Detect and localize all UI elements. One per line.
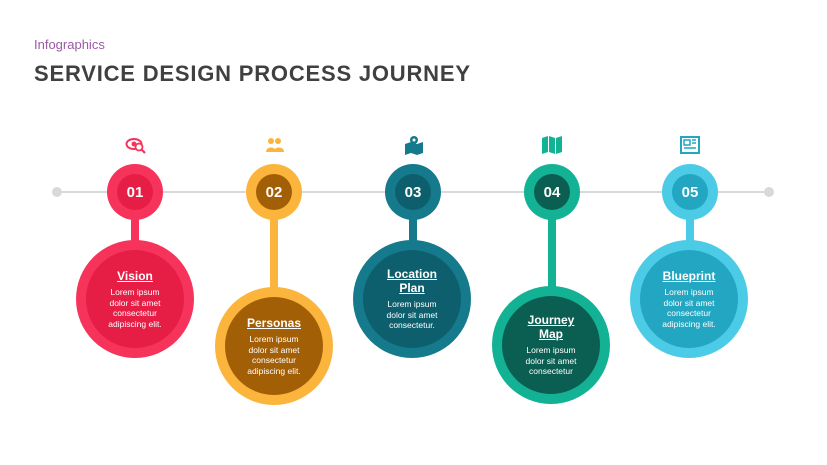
step-2-inner-circle: Personas Lorem ipsum dolor sit amet cons… <box>225 297 323 395</box>
users-icon <box>264 135 286 155</box>
step-4-connector <box>548 218 556 290</box>
map-icon <box>541 135 563 155</box>
step-4-inner-circle: Journey Map Lorem ipsum dolor sit amet c… <box>502 296 600 394</box>
step-5-number: 05 <box>672 174 708 210</box>
eye-search-icon <box>125 135 147 155</box>
step-1-number: 01 <box>117 174 153 210</box>
map-pin-icon <box>403 135 425 155</box>
step-3-number: 03 <box>395 174 431 210</box>
step-2-title: Personas <box>246 316 302 330</box>
step-2-number: 02 <box>256 174 292 210</box>
step-1-number-badge: 01 <box>107 164 163 220</box>
step-4-number: 04 <box>534 174 570 210</box>
step-5-circle: Blueprint Lorem ipsum dolor sit amet con… <box>630 240 748 358</box>
step-3-number-badge: 03 <box>385 164 441 220</box>
step-5-title: Blueprint <box>662 269 716 283</box>
step-4-number-badge: 04 <box>524 164 580 220</box>
subtitle: Infographics <box>34 37 105 52</box>
step-4-title: Journey Map <box>527 313 575 342</box>
step-1-connector <box>131 218 139 244</box>
step-3-circle: Location Plan Lorem ipsum dolor sit amet… <box>353 240 471 358</box>
step-1-circle: Vision Lorem ipsum dolor sit amet consec… <box>76 240 194 358</box>
step-2-circle: Personas Lorem ipsum dolor sit amet cons… <box>215 287 333 405</box>
step-5-number-badge: 05 <box>662 164 718 220</box>
step-1-inner-circle: Vision Lorem ipsum dolor sit amet consec… <box>86 250 184 348</box>
page-title: SERVICE DESIGN PROCESS JOURNEY <box>34 61 471 86</box>
step-3-inner-circle: Location Plan Lorem ipsum dolor sit amet… <box>363 250 461 348</box>
step-3-connector <box>409 218 417 244</box>
step-1-description: Lorem ipsum dolor sit amet consectetur a… <box>108 287 162 329</box>
step-4-circle: Journey Map Lorem ipsum dolor sit amet c… <box>492 286 610 404</box>
step-2-connector <box>270 218 278 290</box>
step-2-description: Lorem ipsum dolor sit amet consectetur a… <box>247 334 301 376</box>
step-4-description: Lorem ipsum dolor sit amet consectetur <box>525 345 577 377</box>
timeline-end-dot <box>764 187 774 197</box>
blueprint-icon <box>679 135 701 155</box>
step-3-title: Location Plan <box>387 267 437 296</box>
step-2-number-badge: 02 <box>246 164 302 220</box>
step-5-inner-circle: Blueprint Lorem ipsum dolor sit amet con… <box>640 250 738 348</box>
step-5-description: Lorem ipsum dolor sit amet consectetur a… <box>662 287 716 329</box>
step-1-title: Vision <box>117 269 153 283</box>
step-5-connector <box>686 218 694 244</box>
timeline-start-dot <box>52 187 62 197</box>
step-3-description: Lorem ipsum dolor sit amet consectetur. <box>386 299 438 331</box>
